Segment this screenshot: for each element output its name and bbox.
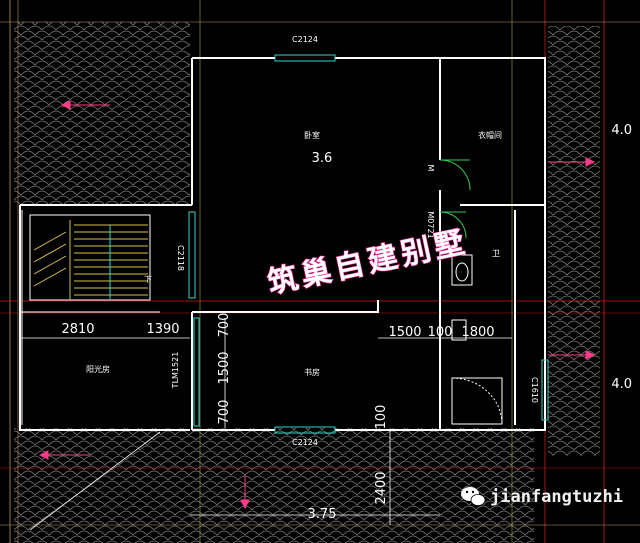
window-bottom [274,426,336,434]
dimension-lines [20,318,512,531]
door-closet-swing [439,159,471,191]
door-closet-tag: M [426,165,435,172]
shower-tray [451,377,503,425]
walls [19,57,546,431]
arrow-head-roof-bottom-left [38,450,49,460]
window-bottom-tag: C2124 [292,438,318,447]
arrow-head-roof-right-bottom [585,350,596,360]
room-study-label: 书房 [304,367,320,377]
dim-wc-width: 1800 [461,325,494,340]
wash-basin [451,254,473,286]
stair-down-label: 下 [144,275,152,284]
stair-enclosure [29,214,151,301]
wall-study-top [192,300,379,313]
roof-tiles [14,22,600,543]
shower-curve [451,377,503,425]
arrow-head-roof-top-left [60,100,71,110]
roof-tile-top-left [14,22,190,206]
window-balcony-door [193,317,200,427]
wall-closet [440,57,546,206]
dim-wall-100: 100 [374,405,389,430]
arrow-head-roof-right-top [585,157,596,167]
dim-corridor-width: 1390 [146,322,179,337]
stair-winders [33,231,67,287]
door-wc-swing [439,211,467,239]
dim-balcony-width: 3.75 [308,507,337,522]
room-sunroom-label: 阳光房 [86,364,110,374]
wc-fixtures [451,254,503,425]
stair-treads [74,224,148,296]
window-right [541,359,549,421]
door-balcony-tag: TLM1521 [171,352,180,390]
doors [439,159,471,239]
basin-bowl [455,262,469,282]
roof-tile-bottom [14,428,534,543]
arrows [38,100,596,510]
dim-window-seg-top: 700 [217,313,232,338]
dim-balcony-depth: 2400 [374,471,389,504]
window-right-tag: C1610 [530,377,539,403]
staircase [29,214,151,301]
watermark-handle: jianfangtuzhi [461,487,623,507]
arrow-head-roof-bottom-mid [240,499,250,510]
wall-wc-outer [440,205,546,431]
room-wc-label: 卫 [492,249,500,258]
door-wc-tag: M0721 [426,211,435,238]
room-closet-label: 衣帽间 [478,130,502,140]
roof-tile-right [548,26,600,456]
dim-level-right-top: 4.0 [611,123,632,138]
dim-sunroom-width: 2810 [61,322,94,337]
roof-hip-line [29,431,161,531]
dim-window-seg-mid: 1500 [217,351,232,384]
window-left [188,211,196,299]
wall-sunroom-outer [19,205,190,431]
dim-study-mid: 1500 [388,325,421,340]
windows [188,54,549,434]
toilet [451,319,467,341]
dim-bedroom-depth: 3.6 [312,151,333,166]
window-top-tag: C2124 [292,35,318,44]
dim-level-right-bottom: 4.0 [611,377,632,392]
window-top [274,54,336,62]
dim-gap-100: 100 [428,325,453,340]
wechat-icon [461,487,486,506]
room-bedroom-label: 卧室 [304,130,320,140]
watermark-handle-text: jianfangtuzhi [490,487,623,507]
window-left-tag: C2118 [176,245,185,271]
dim-window-seg-bottom: 700 [217,400,232,425]
